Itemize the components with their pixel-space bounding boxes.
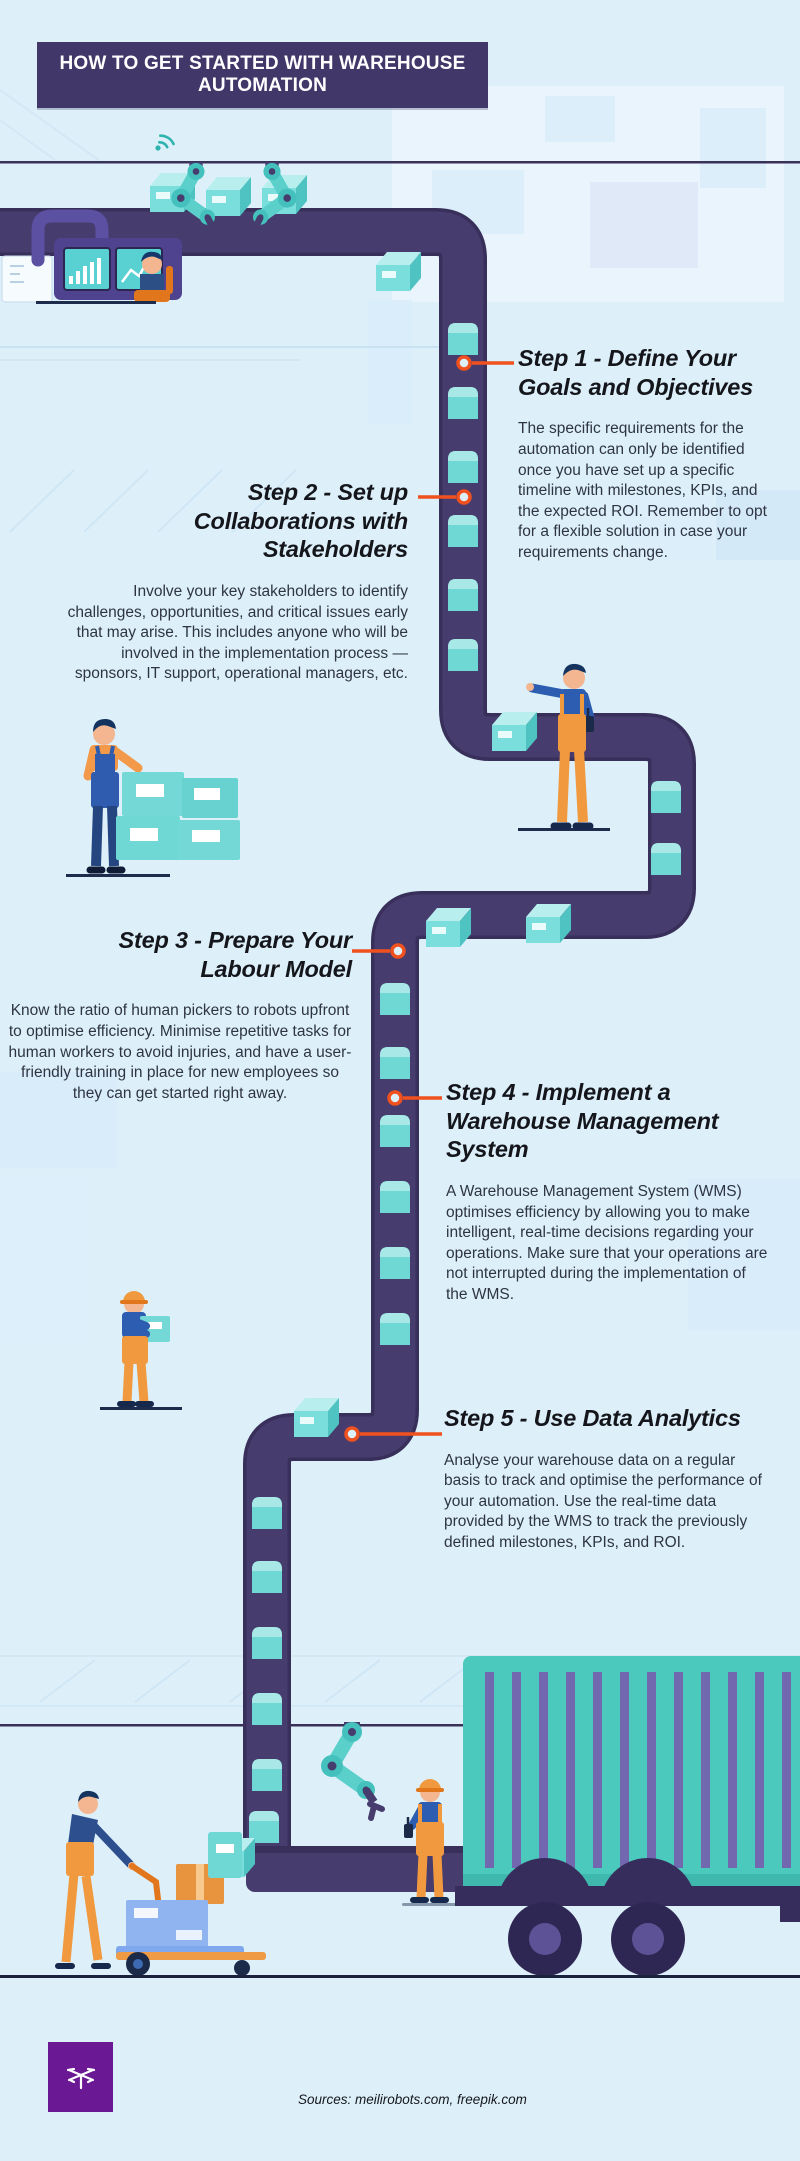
operator-console-illustration [1, 209, 182, 304]
conveyor-box [380, 1115, 410, 1147]
warehouse-box [208, 1832, 242, 1878]
step-1-connector [456, 355, 514, 371]
step-5: Step 5 - Use Data Analytics Analyse your… [444, 1404, 762, 1554]
step-1-title: Step 1 - Define Your Goals and Objective… [518, 345, 754, 400]
step-2-title: Step 2 - Set up Collaborations with Stak… [193, 479, 408, 563]
step-2: Step 2 - Set up Collaborations with Stak… [60, 478, 409, 685]
conveyor-box [252, 1759, 282, 1791]
conveyor-belt [0, 208, 696, 1892]
conveyor-box [380, 1047, 410, 1079]
conveyor-box [448, 451, 478, 483]
step-3-connector [352, 943, 406, 959]
conveyor-box [526, 904, 571, 943]
pointer-dot [456, 489, 472, 505]
conveyor-box [492, 712, 537, 751]
conveyor-box [252, 1561, 282, 1593]
conveyor-box [448, 579, 478, 611]
step-4-body: A Warehouse Management System (WMS) opti… [446, 1182, 768, 1304]
step-4-connector [387, 1090, 442, 1106]
conveyor-box [252, 1627, 282, 1659]
conveyor-box [651, 781, 681, 813]
conveyor-box [380, 1313, 410, 1345]
pointer-dot [387, 1090, 403, 1106]
pallet-jack-illustration [55, 1790, 266, 1976]
step-5-title: Step 5 - Use Data Analytics [444, 1405, 741, 1431]
ceiling-rail-bottom [0, 1724, 800, 1727]
step-4-title: Step 4 - Implement a Warehouse Managemen… [446, 1079, 719, 1163]
dragonfly-icon [66, 2067, 95, 2090]
conveyor-box [651, 843, 681, 875]
conveyor-box [448, 639, 478, 671]
conveyor-box [380, 1247, 410, 1279]
conveyor-box [448, 387, 478, 419]
step-2-body: Involve your key stakeholders to identif… [67, 582, 408, 683]
conveyor-box [376, 252, 421, 291]
box-stack [116, 772, 240, 860]
step-5-connector [344, 1426, 442, 1442]
ground-line [0, 1975, 800, 1978]
worker-with-stock-illustration [66, 719, 170, 877]
conveyor-box [448, 323, 478, 355]
step-3-body: Know the ratio of human pickers to robot… [8, 1002, 352, 1102]
pointer-dot [390, 943, 406, 959]
truck-illustration [455, 1656, 800, 1976]
conveyor-box [380, 1181, 410, 1213]
blue-box [126, 1900, 208, 1948]
step-5-body: Analyse your warehouse data on a regular… [444, 1451, 762, 1552]
conveyor-box [426, 908, 471, 947]
robot-arm-icon [321, 1722, 385, 1821]
meili-logo [48, 2042, 113, 2112]
step-1-body: The specific requirements for the automa… [518, 420, 767, 561]
title-banner: HOW TO GET STARTED WITH WAREHOUSE AUTOMA… [37, 42, 488, 108]
ceiling-rail-top [0, 161, 800, 164]
conveyor-box [294, 1398, 339, 1437]
background-decor [0, 86, 800, 1707]
step-3: Step 3 - Prepare Your Labour Model Know … [8, 926, 353, 1104]
step-1: Step 1 - Define Your Goals and Objective… [518, 344, 776, 564]
conveyor-box [252, 1497, 282, 1529]
worker-carrying-box-illustration [100, 1291, 182, 1410]
pointer-dot [344, 1426, 360, 1442]
truck-container-stripes [485, 1672, 791, 1868]
conveyor-box [448, 515, 478, 547]
page-title: HOW TO GET STARTED WITH WAREHOUSE AUTOMA… [59, 53, 466, 96]
pointer-dot [456, 355, 472, 371]
worker-loader-illustration [402, 1779, 456, 1906]
wifi-icon [155, 134, 175, 151]
loading-platform [246, 1846, 472, 1892]
conveyor-box [206, 177, 251, 216]
machine-frame [31, 209, 109, 267]
sources-text: Sources: meilirobots.com, freepik.com [298, 2092, 527, 2107]
step-3-title: Step 3 - Prepare Your Labour Model [118, 927, 353, 982]
conveyor-box [252, 1693, 282, 1725]
worker-remote-illustration [518, 663, 610, 831]
step-4: Step 4 - Implement a Warehouse Managemen… [446, 1078, 771, 1306]
conveyor-box [380, 983, 410, 1015]
step-2-connector [418, 489, 472, 505]
